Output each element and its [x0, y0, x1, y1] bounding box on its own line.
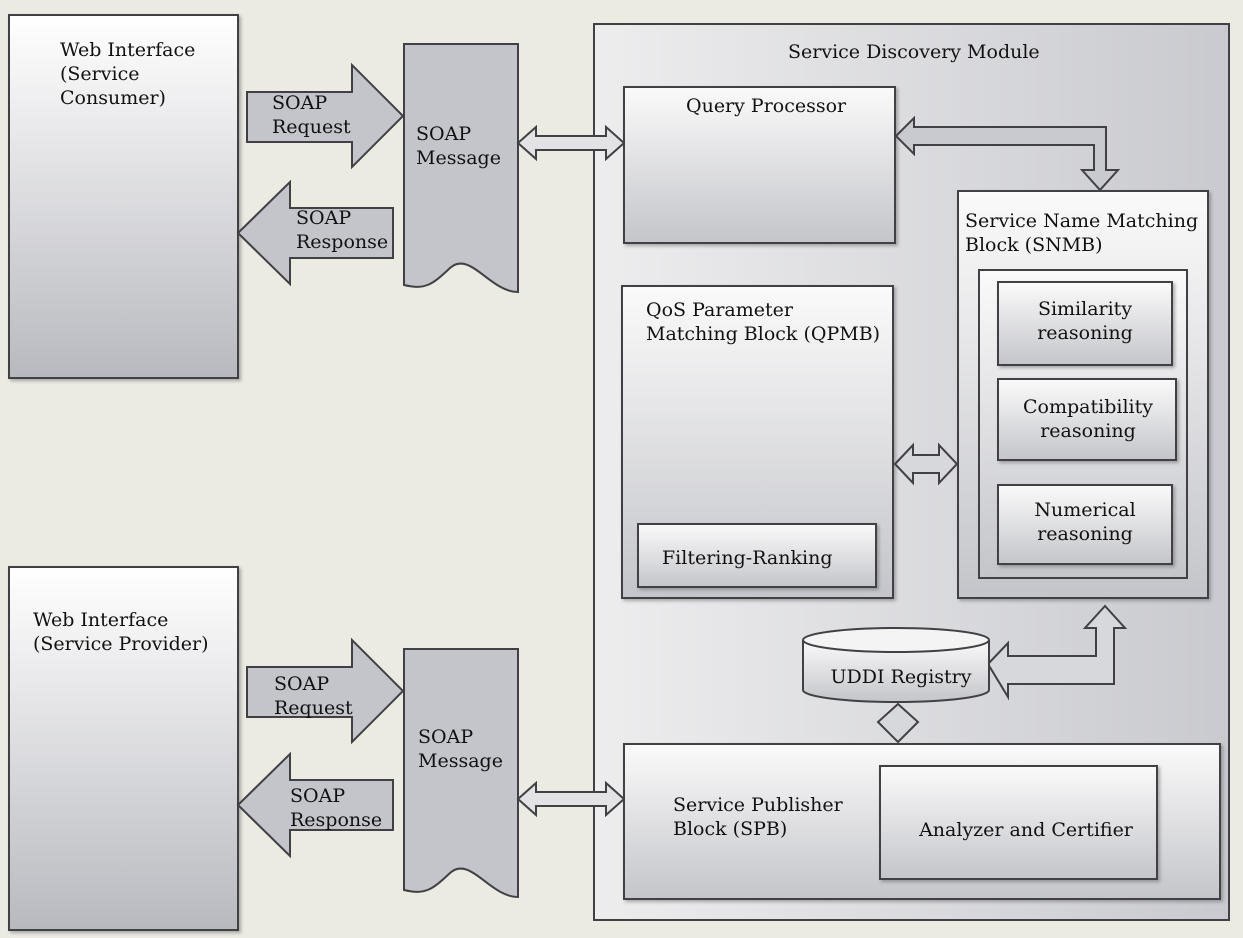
consumer-message-shape — [403, 43, 519, 294]
provider-response-label: SOAP Response — [290, 785, 383, 831]
consumer-title: Web Interface (Service Consumer) — [60, 39, 196, 109]
provider-response-arrow — [236, 751, 394, 859]
query-processor-box — [623, 86, 896, 244]
consumer-request-label: SOAP Request — [272, 92, 351, 138]
provider-title: Web Interface (Service Provider) — [33, 609, 209, 655]
provider-link-arrow — [516, 780, 626, 818]
filtering-ranking-label: Filtering-Ranking — [662, 547, 833, 569]
uddi-registry-top — [802, 627, 990, 653]
analyzer-box — [879, 765, 1158, 880]
qpmb-title: QoS Parameter Matching Block (QPMB) — [646, 299, 881, 345]
provider-request-label: SOAP Request — [274, 673, 353, 719]
consumer-link-arrow — [516, 124, 626, 162]
spb-title: Service Publisher Block (SPB) — [673, 794, 843, 840]
consumer-response-label: SOAP Response — [296, 207, 389, 253]
snmb-title: Service Name Matching Block (SNMB) — [965, 210, 1199, 256]
numerical-label: Numerical reasoning — [1034, 499, 1136, 545]
qpmb-snmb-arrow — [893, 442, 959, 486]
provider-box — [8, 566, 239, 931]
provider-message-label: SOAP Message — [418, 726, 503, 772]
uddi-registry-label: UDDI Registry — [830, 666, 972, 688]
consumer-response-arrow — [236, 179, 394, 287]
numerical-box — [997, 484, 1173, 565]
module-title: Service Discovery Module — [788, 41, 1040, 63]
query-processor-label: Query Processor — [686, 95, 847, 117]
analyzer-label: Analyzer and Certifier — [919, 819, 1133, 841]
compatibility-box — [997, 378, 1177, 461]
provider-request-arrow — [246, 637, 405, 745]
compatibility-label: Compatibility reasoning — [1023, 396, 1153, 442]
similarity-label: Similarity reasoning — [1037, 298, 1133, 344]
provider-message-shape — [403, 648, 519, 899]
consumer-message-label: SOAP Message — [416, 123, 501, 169]
similarity-box — [997, 281, 1173, 366]
uddi-registry-cylinder — [802, 640, 990, 703]
uddi-snmb-arrow — [986, 604, 1128, 701]
uddi-spb-arrow — [876, 702, 920, 744]
consumer-request-arrow — [246, 62, 405, 170]
consumer-box — [8, 14, 239, 379]
filtering-ranking-box — [637, 523, 877, 588]
